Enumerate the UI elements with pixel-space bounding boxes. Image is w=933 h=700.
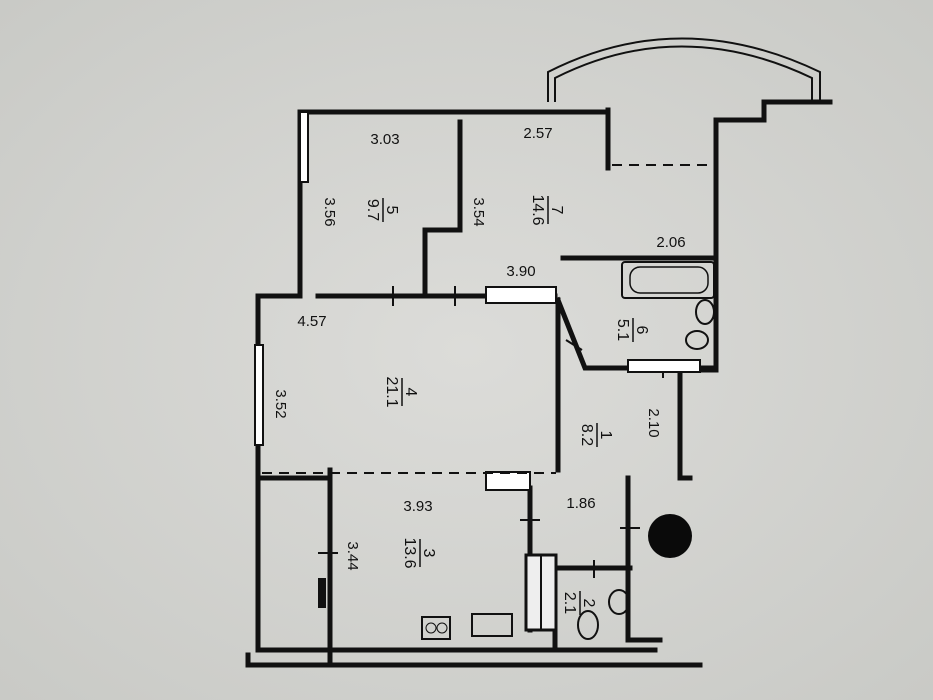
dimension-label: 2.57 xyxy=(523,125,552,142)
boiler-icon xyxy=(648,514,692,558)
room-1-label: 1 8.2 xyxy=(578,423,614,447)
dimension-label: 3.90 xyxy=(506,263,535,280)
svg-text:5: 5 xyxy=(383,206,400,215)
svg-text:1: 1 xyxy=(597,431,614,440)
svg-text:5.1: 5.1 xyxy=(614,319,631,341)
room-6-label: 6 5.1 xyxy=(614,318,650,342)
dimension-label: 3.03 xyxy=(370,131,399,148)
svg-text:8.2: 8.2 xyxy=(578,424,595,446)
dimension-label: 4.57 xyxy=(297,313,326,330)
dimension-labels: 3.03 2.57 3.56 3.54 2.06 3.90 4.57 3.52 … xyxy=(272,125,686,571)
svg-text:4: 4 xyxy=(402,388,419,397)
sink-icon xyxy=(685,330,709,350)
room-labels: 5 9.7 7 14.6 6 5.1 4 21.1 1 8.2 3 13.6 xyxy=(364,194,650,615)
dimension-label: 3.44 xyxy=(344,541,361,570)
dimension-label: 3.52 xyxy=(272,389,289,418)
svg-text:2.1: 2.1 xyxy=(561,592,578,614)
dimension-label: 3.56 xyxy=(321,197,338,226)
svg-text:7: 7 xyxy=(548,206,565,215)
room-4-label: 4 21.1 xyxy=(383,376,419,407)
svg-text:9.7: 9.7 xyxy=(364,199,381,221)
svg-text:14.6: 14.6 xyxy=(529,194,546,225)
kitchen-sink-icon xyxy=(471,613,513,637)
room-5-label: 5 9.7 xyxy=(364,198,400,222)
bathtub-icon xyxy=(621,261,715,299)
dimension-label: 3.93 xyxy=(403,498,432,515)
fixtures xyxy=(318,261,715,640)
room-7-label: 7 14.6 xyxy=(529,194,565,225)
stove-icon xyxy=(421,616,451,640)
dimension-label: 2.10 xyxy=(645,408,662,437)
toilet-icon xyxy=(577,610,599,640)
svg-text:13.6: 13.6 xyxy=(401,537,418,568)
toilet-icon xyxy=(695,299,715,325)
svg-text:2: 2 xyxy=(580,599,597,608)
sink-icon xyxy=(608,589,630,615)
room-3-label: 3 13.6 xyxy=(401,537,437,568)
svg-text:3: 3 xyxy=(420,549,437,558)
room-2-label: 2 2.1 xyxy=(561,591,597,615)
dimension-label: 2.06 xyxy=(656,234,685,251)
svg-text:21.1: 21.1 xyxy=(383,376,400,407)
walls xyxy=(245,37,833,668)
svg-text:6: 6 xyxy=(633,326,650,335)
dimension-label: 1.86 xyxy=(566,495,595,512)
dimension-label: 3.54 xyxy=(470,197,487,226)
